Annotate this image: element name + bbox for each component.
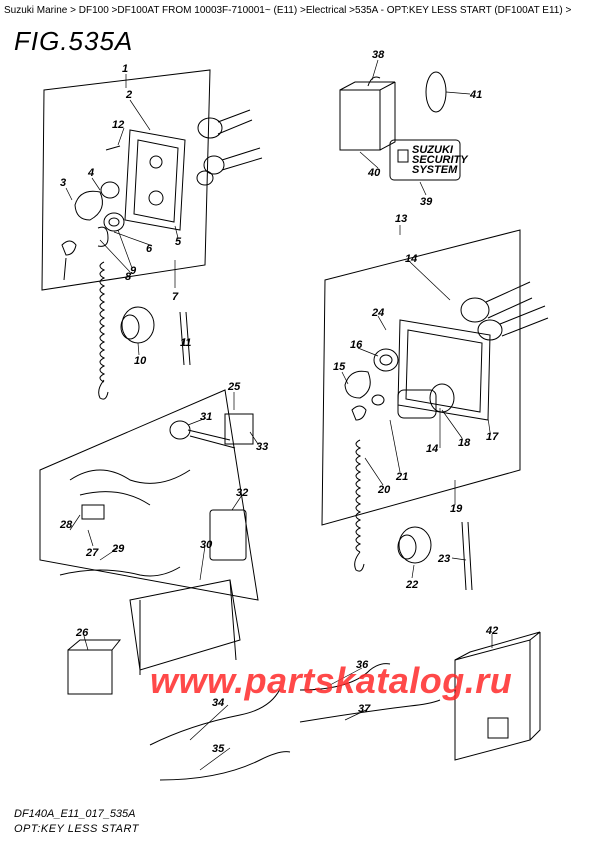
callout-33[interactable]: 33 <box>256 441 268 453</box>
callout-25[interactable]: 25 <box>227 381 241 393</box>
callout-24[interactable]: 24 <box>371 307 384 319</box>
callout-29[interactable]: 29 <box>111 543 125 555</box>
callout-18[interactable]: 18 <box>458 437 471 449</box>
part-40-module <box>339 89 381 151</box>
callout-12[interactable]: 12 <box>112 119 124 131</box>
label-box-line-1: SUZUKI <box>412 144 454 156</box>
callout-40[interactable]: 40 <box>367 167 381 179</box>
callout-19[interactable]: 19 <box>450 503 463 515</box>
callout-27[interactable]: 27 <box>85 547 99 559</box>
group-13-frame <box>321 229 521 526</box>
callout-11[interactable]: 11 <box>180 337 191 349</box>
callout-10[interactable]: 10 <box>134 355 147 367</box>
callout-16[interactable]: 16 <box>350 339 363 351</box>
callout-28[interactable]: 28 <box>59 519 73 531</box>
callout-34[interactable]: 34 <box>212 697 224 709</box>
callout-15[interactable]: 15 <box>333 361 346 373</box>
watermark: www.partskatalog.ru <box>150 660 513 701</box>
callout-9[interactable]: 9 <box>130 265 137 277</box>
callout-23[interactable]: 23 <box>437 553 450 565</box>
callout-5[interactable]: 5 <box>175 236 182 248</box>
callout-42[interactable]: 42 <box>485 625 498 637</box>
callout-36[interactable]: 36 <box>356 659 369 671</box>
callouts: 1 2 3 4 5 6 7 8 9 10 11 12 13 14 15 16 1… <box>59 49 499 755</box>
callout-3[interactable]: 3 <box>60 177 66 189</box>
callout-17[interactable]: 17 <box>486 431 499 443</box>
callout-13[interactable]: 13 <box>395 213 407 225</box>
label-box-line-3: SYSTEM <box>412 164 458 176</box>
callout-31[interactable]: 31 <box>200 411 212 423</box>
callout-35[interactable]: 35 <box>212 743 225 755</box>
group-25-frame <box>39 389 259 601</box>
callout-21[interactable]: 21 <box>395 471 408 483</box>
label-box <box>389 139 461 181</box>
callout-26[interactable]: 26 <box>75 627 89 639</box>
callout-20[interactable]: 20 <box>377 484 391 496</box>
callout-4[interactable]: 4 <box>87 167 94 179</box>
callout-14-second[interactable]: 14 <box>426 443 438 455</box>
callout-30[interactable]: 30 <box>200 539 213 551</box>
part-2-plate <box>124 129 186 231</box>
callout-41[interactable]: 41 <box>469 89 482 101</box>
footer-caption: OPT:KEY LESS START <box>14 823 139 835</box>
figure-title: FIG.535A <box>14 26 134 56</box>
breadcrumb: Suzuki Marine > DF100 >DF100AT FROM 1000… <box>4 5 572 16</box>
callout-38[interactable]: 38 <box>372 49 385 61</box>
footer-code: DF140A_E11_017_535A <box>14 808 136 820</box>
callout-39[interactable]: 39 <box>420 196 433 208</box>
callout-22[interactable]: 22 <box>405 579 418 591</box>
callout-7[interactable]: 7 <box>172 291 179 303</box>
callout-6[interactable]: 6 <box>146 243 153 255</box>
label-box-line-2: SECURITY <box>412 154 469 166</box>
callout-1[interactable]: 1 <box>122 63 128 75</box>
callout-2[interactable]: 2 <box>125 89 132 101</box>
group-1-frame <box>41 69 211 291</box>
callout-8[interactable]: 8 <box>125 271 132 283</box>
callout-14[interactable]: 14 <box>405 253 417 265</box>
callout-32[interactable]: 32 <box>236 487 248 499</box>
callout-37[interactable]: 37 <box>358 703 371 715</box>
